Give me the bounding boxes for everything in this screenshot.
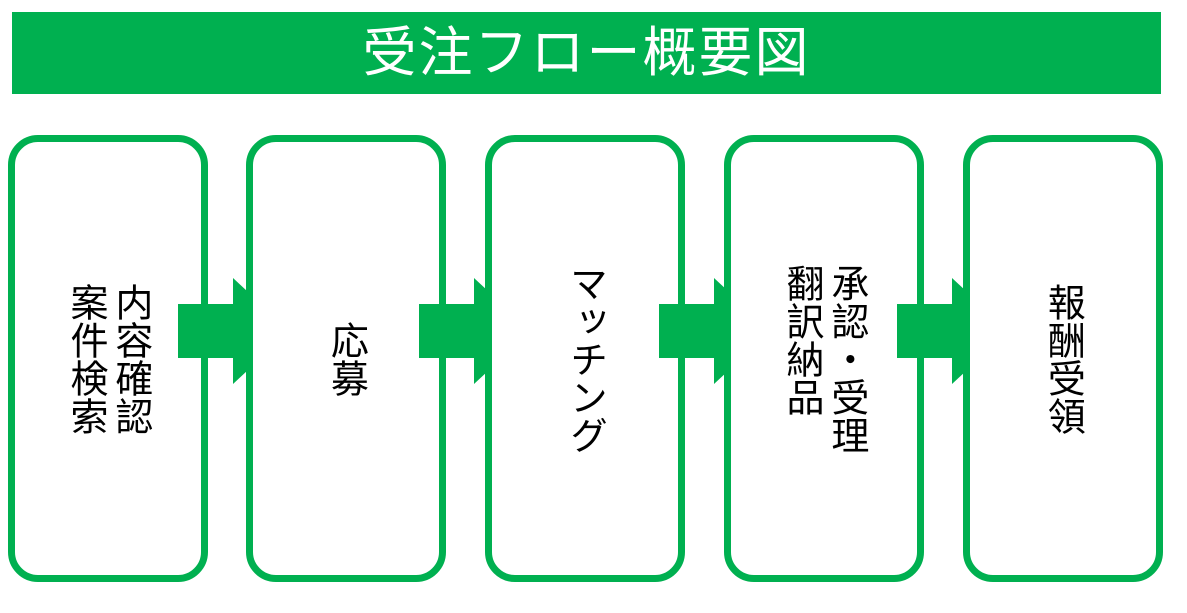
step-box-4: 承認・受理 翻訳納品: [724, 135, 924, 582]
arrow-4-icon: [897, 278, 1009, 384]
step-label-4: 承認・受理 翻訳納品: [780, 263, 869, 454]
step-label-1: 内容確認 案件検索: [64, 282, 153, 435]
arrow-3-icon: [659, 278, 771, 384]
step-box-1: 内容確認 案件検索: [8, 135, 208, 582]
title-banner: 受注フロー概要図: [12, 12, 1161, 94]
step-box-2: 応募: [246, 135, 446, 582]
arrow-2-icon: [419, 278, 531, 384]
step-label-3: マッチング: [563, 263, 608, 454]
step-label-5: 報酬受領: [1041, 282, 1086, 435]
step-label-2: 応募: [324, 320, 369, 397]
step-box-5: 報酬受領: [963, 135, 1163, 582]
step-box-3: マッチング: [485, 135, 685, 582]
arrow-1-icon: [178, 278, 290, 384]
page-title: 受注フロー概要図: [362, 21, 811, 84]
